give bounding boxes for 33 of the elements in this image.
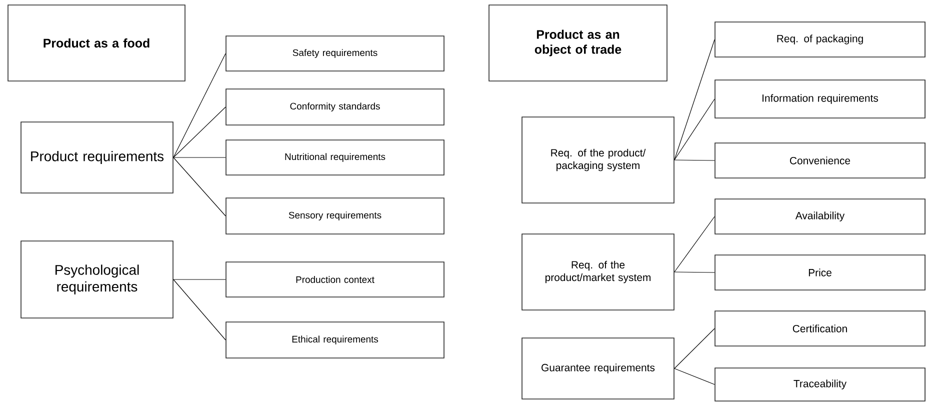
item-box: Safety requirements xyxy=(226,36,444,72)
category-box: Product requirements xyxy=(20,122,174,194)
connector-line xyxy=(173,53,226,158)
item-box: Ethical requirements xyxy=(226,322,444,358)
connector-line xyxy=(674,368,715,385)
title-box: Product as an object of trade xyxy=(488,4,668,82)
connector-line xyxy=(173,106,226,158)
connector-line xyxy=(674,328,715,369)
item-box: Nutritional requirements xyxy=(226,140,444,176)
item-box: Sensory requirements xyxy=(226,198,444,234)
title-box: Product as a food xyxy=(8,4,186,82)
category-box: Guarantee requirements xyxy=(522,338,674,400)
category-box: Req. of the product/ packaging system xyxy=(522,116,674,204)
category-box: Req. of the product/market system xyxy=(522,234,674,310)
connector-line xyxy=(173,279,226,280)
item-box: Production context xyxy=(226,262,444,298)
connector-line xyxy=(674,98,715,160)
item-box: Traceability xyxy=(714,368,926,402)
connector-line xyxy=(173,157,226,216)
category-box: Psychological requirements xyxy=(20,240,174,318)
item-box: Certification xyxy=(714,310,926,346)
connector-line xyxy=(674,160,715,161)
connector-line xyxy=(674,39,715,160)
connector-line xyxy=(674,272,715,273)
connector-line xyxy=(173,279,226,340)
connector-line xyxy=(173,157,226,158)
item-box: Req. of packaging xyxy=(714,22,926,58)
connector-line xyxy=(674,216,715,272)
item-box: Information requirements xyxy=(714,80,926,118)
item-box: Convenience xyxy=(714,142,926,178)
item-box: Price xyxy=(714,254,926,290)
item-box: Availability xyxy=(714,198,926,234)
item-box: Conformity standards xyxy=(226,88,444,126)
